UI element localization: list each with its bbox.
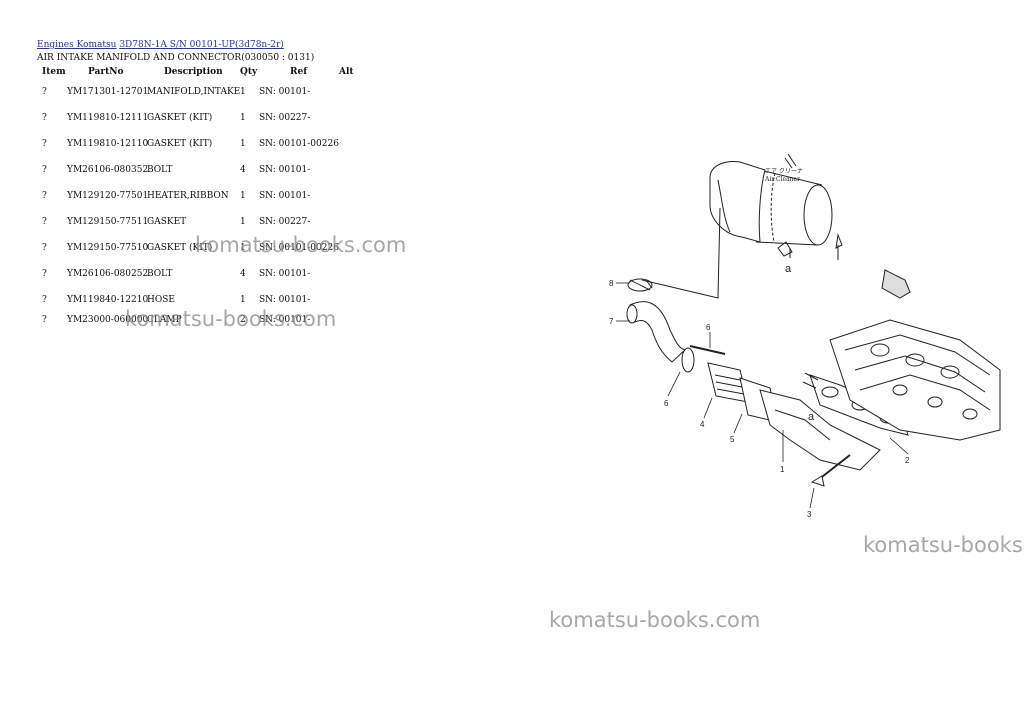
bolt-illustration <box>689 345 726 355</box>
cell-item: ? <box>42 113 47 123</box>
table-row: ? YM23000-060000 CLAMP 2 SN: 00101- <box>0 315 540 329</box>
ref-letter-a: a <box>785 263 792 275</box>
cell-ref: SN: 00101- <box>259 165 311 175</box>
cell-description: CLAMP <box>147 315 182 325</box>
cell-item: ? <box>42 87 47 97</box>
cell-description: BOLT <box>147 165 173 175</box>
callout-3: 3 <box>807 510 812 519</box>
cell-description: MANIFOLD,INTAKE <box>147 87 241 97</box>
cell-ref: SN: 00101-00226 <box>259 139 339 149</box>
cell-partno: YM119810-12111 <box>67 113 149 123</box>
table-row: ? YM26106-080352 BOLT 4 SN: 00101- <box>0 165 540 179</box>
cylinder-head-illustration <box>802 319 1001 441</box>
cell-item: ? <box>42 269 47 279</box>
table-row: ? YM119840-12210 HOSE 1 SN: 00101- <box>0 295 540 309</box>
cell-qty: 4 <box>240 165 246 175</box>
table-row: ? YM119810-12110 GASKET (KIT) 1 SN: 0010… <box>0 139 540 153</box>
cell-qty: 1 <box>240 243 246 253</box>
ref-letter-a-lower: a <box>808 411 815 423</box>
cell-qty: 2 <box>240 315 246 325</box>
small-part-illustration <box>881 269 911 299</box>
parts-exploded-diagram: エア クリーナ Air Cleaner a a <box>609 153 1001 519</box>
table-row: ? YM129150-77511 GASKET 1 SN: 00227- <box>0 217 540 231</box>
cell-item: ? <box>42 191 47 201</box>
cell-qty: 1 <box>240 113 246 123</box>
table-row: ? YM171301-12701 MANIFOLD,INTAKE 1 SN: 0… <box>0 87 540 101</box>
clamp-illustration <box>627 278 653 292</box>
cell-ref: SN: 00101- <box>259 87 311 97</box>
air-cleaner-label-jp: エア クリーナ <box>765 168 803 175</box>
cell-ref: SN: 00101- <box>259 191 311 201</box>
cell-item: ? <box>42 217 47 227</box>
cell-qty: 1 <box>240 87 246 97</box>
callout-8: 8 <box>609 279 614 288</box>
cell-item: ? <box>42 315 47 325</box>
breadcrumb-model-link[interactable]: 3D78N-1A S/N 00101-UP(3d78n-2r) <box>119 40 284 50</box>
cell-qty: 1 <box>240 139 246 149</box>
header-alt: Alt <box>339 67 354 77</box>
cell-qty: 1 <box>240 191 246 201</box>
breadcrumb: Engines Komatsu 3D78N-1A S/N 00101-UP(3d… <box>37 39 284 51</box>
intake-manifold-illustration <box>759 389 881 471</box>
cell-partno: YM119840-12210 <box>67 295 149 305</box>
cell-partno: YM119810-12110 <box>67 139 149 149</box>
cell-partno: YM26106-080352 <box>67 165 149 175</box>
cell-item: ? <box>42 165 47 175</box>
cell-qty: 1 <box>240 295 246 305</box>
cell-description: HEATER,RIBBON <box>147 191 229 201</box>
cell-partno: YM23000-060000 <box>67 315 149 325</box>
callout-6: 6 <box>706 323 711 332</box>
cell-description: GASKET (KIT) <box>147 139 213 149</box>
watermark-3: komatsu-books.com <box>863 533 1024 557</box>
cell-partno: YM171301-12701 <box>67 87 149 97</box>
hose-connection-line <box>641 207 721 299</box>
header-partno: PartNo <box>88 67 124 77</box>
cell-description: GASKET (KIT) <box>147 113 213 123</box>
table-row: ? YM119810-12111 GASKET (KIT) 1 SN: 0022… <box>0 113 540 127</box>
cell-partno: YM129150-77510 <box>67 243 149 253</box>
cell-item: ? <box>42 243 47 253</box>
table-row: ? YM129150-77510 GASKET (KIT) 1 SN: 0010… <box>0 243 540 257</box>
cell-ref: SN: 00227- <box>259 113 311 123</box>
cell-partno: YM129150-77511 <box>67 217 149 227</box>
cell-ref: SN: 00101-00226 <box>259 243 339 253</box>
cell-description: GASKET <box>147 217 187 227</box>
header-ref: Ref <box>290 67 308 77</box>
cell-ref: SN: 00101- <box>259 315 311 325</box>
cell-item: ? <box>42 139 47 149</box>
table-row: ? YM26106-080252 BOLT 4 SN: 00101- <box>0 269 540 283</box>
cell-partno: YM129120-77501 <box>67 191 149 201</box>
header-item: Item <box>42 67 66 77</box>
callout-1: 1 <box>780 465 785 474</box>
table-row: ? YM129120-77501 HEATER,RIBBON 1 SN: 001… <box>0 191 540 205</box>
watermark-4: komatsu-books.com <box>549 608 761 632</box>
cell-ref: SN: 00101- <box>259 295 311 305</box>
cell-ref: SN: 00101- <box>259 269 311 279</box>
cell-description: HOSE <box>147 295 175 305</box>
manifold-bolt-illustration <box>817 454 851 481</box>
cell-partno: YM26106-080252 <box>67 269 149 279</box>
cell-description: BOLT <box>147 269 173 279</box>
section-title: AIR INTAKE MANIFOLD AND CONNECTOR(030050… <box>37 53 315 63</box>
callout-2: 2 <box>905 456 910 465</box>
cell-description: GASKET (KIT) <box>147 243 213 253</box>
callout-4: 4 <box>700 420 705 429</box>
clamp-lower-illustration <box>681 347 695 373</box>
air-cleaner-illustration: エア クリーナ Air Cleaner <box>709 153 843 257</box>
cell-qty: 1 <box>240 217 246 227</box>
cell-qty: 4 <box>240 269 246 279</box>
breadcrumb-engines-link[interactable]: Engines Komatsu <box>37 40 117 50</box>
header-qty: Qty <box>240 67 258 77</box>
callout-7: 7 <box>609 317 614 326</box>
air-cleaner-label-en: Air Cleaner <box>764 176 800 183</box>
header-description: Description <box>164 67 223 77</box>
cell-item: ? <box>42 295 47 305</box>
callout-6-lower: 6 <box>664 399 669 408</box>
hose-illustration <box>629 301 686 363</box>
cell-ref: SN: 00227- <box>259 217 311 227</box>
callout-5: 5 <box>730 435 735 444</box>
